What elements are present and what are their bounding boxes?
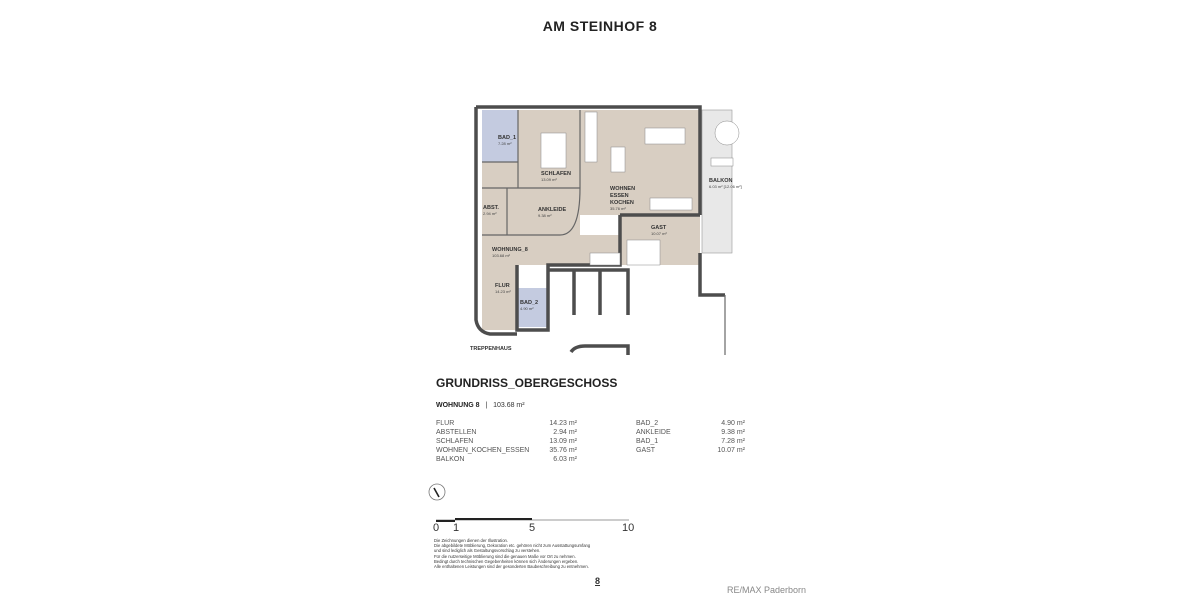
svg-text:14.23 m²: 14.23 m² xyxy=(495,289,511,294)
row-label: WOHNEN_KOCHEN_ESSEN xyxy=(436,447,530,454)
svg-text:BAD_2: BAD_2 xyxy=(520,300,538,306)
svg-text:BAD_1: BAD_1 xyxy=(498,135,516,141)
row-value: 9.38 m² xyxy=(721,429,745,436)
disclaimer-line: Die Zeichnungen dienen der Illustration. xyxy=(434,538,509,543)
svg-text:TREPPENHAUS: TREPPENHAUS xyxy=(470,346,512,352)
svg-text:9.38 m²: 9.38 m² xyxy=(538,213,552,218)
table-row: GAST 10.07 m² xyxy=(636,447,745,456)
page-number: 8 xyxy=(595,576,601,586)
row-value: 4.90 m² xyxy=(721,420,745,427)
row-value: 7.28 m² xyxy=(721,438,745,445)
disclaimer-line: Alle enthaltenen Leistungen sind der ges… xyxy=(434,564,589,570)
row-label: ABSTELLEN xyxy=(436,429,477,436)
unit-summary: WOHNUNG 8 | 103.68 m² xyxy=(436,402,525,409)
row-label: FLUR xyxy=(436,420,455,427)
svg-text:ANKLEIDE: ANKLEIDE xyxy=(538,207,566,213)
scale-tick: 1 xyxy=(453,522,460,534)
room-flur xyxy=(482,265,517,330)
row-label: SCHLAFEN xyxy=(436,438,474,445)
unit-separator: | xyxy=(485,402,488,409)
scale-tick: 0 xyxy=(433,522,440,534)
room-labels: BAD_1 7.28 m² SCHLAFEN 13.09 m² WOHNEN E… xyxy=(470,135,742,352)
room-bad-1 xyxy=(482,110,518,162)
disclaimer-line: Für die nutzerseitige Möblierung sind di… xyxy=(434,553,576,559)
room-abst xyxy=(482,188,507,235)
row-label: BALKON xyxy=(436,456,465,463)
row-label: BAD_1 xyxy=(636,438,659,445)
svg-text:BALKON: BALKON xyxy=(709,178,733,184)
row-label: BAD_2 xyxy=(636,420,659,427)
disclaimer-line: Die abgebildete Möblierung, Dekoration e… xyxy=(434,543,591,549)
room-wohnen xyxy=(580,110,700,215)
row-label: ANKLEIDE xyxy=(636,429,671,436)
disclaimer-line: Bedingt durch technischen Gegebenheiten … xyxy=(434,558,579,564)
plan-subtitle: GRUNDRISS_OBERGESCHOSS xyxy=(436,376,618,390)
row-label: GAST xyxy=(636,447,656,454)
outer-wall xyxy=(476,105,702,215)
table-row: SCHLAFEN 13.09 m² xyxy=(436,438,577,447)
disclaimer: Die Zeichnungen dienen der Illustration.… xyxy=(434,538,634,569)
row-value: 35.76 m² xyxy=(549,447,577,454)
scale-tick: 5 xyxy=(529,522,536,534)
svg-text:35.76 m²: 35.76 m² xyxy=(610,206,626,211)
svg-text:FLUR: FLUR xyxy=(495,283,510,289)
svg-text:SCHLAFEN: SCHLAFEN xyxy=(541,171,571,177)
table-row: FLUR 14.23 m² xyxy=(436,420,577,429)
north-arrow-icon xyxy=(428,483,446,501)
unit-name: WOHNUNG 8 xyxy=(436,402,480,409)
svg-text:KOCHEN: KOCHEN xyxy=(610,200,634,206)
svg-text:ABST.: ABST. xyxy=(483,205,499,211)
row-value: 2.94 m² xyxy=(553,429,577,436)
svg-text:4.90 m²: 4.90 m² xyxy=(520,306,534,311)
svg-text:10.07 m²: 10.07 m² xyxy=(651,231,667,236)
svg-text:13.09 m²: 13.09 m² xyxy=(541,177,557,182)
room-ankleide xyxy=(507,188,580,235)
table-row: ABSTELLEN 2.94 m² xyxy=(436,429,577,438)
svg-text:WOHNUNG_8: WOHNUNG_8 xyxy=(492,247,528,253)
svg-text:103.68 m²: 103.68 m² xyxy=(492,253,511,258)
table-row: ANKLEIDE 9.38 m² xyxy=(636,429,745,438)
svg-text:6.03 m² [12.06 m²]: 6.03 m² [12.06 m²] xyxy=(709,184,742,189)
brand-watermark: RE/MAX Paderborn xyxy=(727,585,807,595)
row-value: 10.07 m² xyxy=(717,447,745,454)
scale-tick: 10 xyxy=(622,522,635,534)
table-row: BAD_2 4.90 m² xyxy=(636,420,745,429)
unit-area: 103.68 m² xyxy=(493,402,525,409)
page-title: AM STEINHOF 8 xyxy=(542,18,658,34)
svg-text:ESSEN: ESSEN xyxy=(610,193,629,199)
row-value: 14.23 m² xyxy=(549,420,577,427)
svg-text:2.94 m²: 2.94 m² xyxy=(483,211,497,216)
row-value: 6.03 m² xyxy=(553,456,577,463)
svg-text:GAST: GAST xyxy=(651,225,667,231)
disclaimer-line: und sind lediglich als Gestaltungsvorsch… xyxy=(434,548,541,554)
table-row: BALKON 6.03 m² xyxy=(436,456,577,465)
room-bad-2 xyxy=(518,288,548,327)
svg-text:7.28 m²: 7.28 m² xyxy=(498,141,512,146)
scale-bar xyxy=(436,518,629,522)
svg-text:WOHNEN: WOHNEN xyxy=(610,186,635,192)
table-row: BAD_1 7.28 m² xyxy=(636,438,745,447)
row-value: 13.09 m² xyxy=(549,438,577,445)
table-row: WOHNEN_KOCHEN_ESSEN 35.76 m² xyxy=(436,447,577,456)
